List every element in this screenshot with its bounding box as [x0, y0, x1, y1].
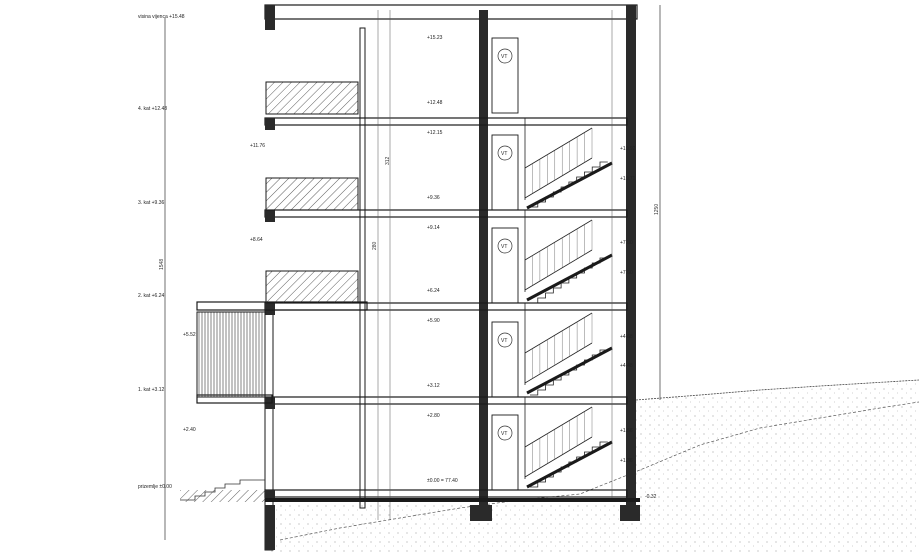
- stair-slab: [526, 253, 613, 302]
- stair-railing: [524, 127, 593, 169]
- stair-level-s2: +10.71: [620, 176, 636, 182]
- storey-height-dim: 312: [385, 156, 391, 165]
- floor-slab: [264, 209, 628, 218]
- lift-label: VT: [501, 338, 507, 344]
- interior-level-i4: +9.36: [427, 195, 440, 201]
- interior-level-i2: +12.48: [427, 100, 443, 106]
- stair-slab: [526, 161, 613, 210]
- stair-slab: [526, 440, 613, 489]
- slab-edge: [265, 303, 275, 315]
- stair-railing: [524, 219, 593, 261]
- foundation-core: [470, 505, 492, 521]
- entrance-hatch: [180, 490, 265, 502]
- stair-level-s3: +7.80: [620, 240, 633, 246]
- lift-symbol: [497, 425, 513, 441]
- stairs: [524, 118, 613, 489]
- roof-slab-fill: [265, 5, 275, 30]
- foundation-left: [265, 505, 275, 550]
- interior-level-i1: +15.23: [427, 35, 443, 41]
- stair-level-s6: +4.48: [620, 363, 633, 369]
- stair-railing: [524, 406, 593, 448]
- interior-level-i6: +6.24: [427, 288, 440, 294]
- ground-terrain: [265, 382, 919, 552]
- balconies: [196, 81, 359, 398]
- stair-railing-lower: [524, 249, 593, 291]
- floor-label-prizemlje: prizemlje ±0.00: [138, 484, 172, 490]
- clear-height-dim: 280: [372, 241, 378, 250]
- right-total-dim: 1250: [654, 203, 660, 215]
- lift-symbol: [497, 238, 513, 254]
- left-level-l4: +2.40: [183, 427, 196, 433]
- interior-level-i7: +5.90: [427, 318, 440, 324]
- floor-slab: [264, 489, 628, 498]
- floor-label-kat4: 4. kat +12.48: [138, 106, 168, 112]
- floor-label-kat2: 2. kat +6.24: [138, 293, 165, 299]
- stair-railing-lower: [524, 436, 593, 478]
- stair-railing: [524, 312, 593, 354]
- floor-label-kat1: 1. kat +3.12: [138, 387, 165, 393]
- right-wall: [626, 5, 636, 520]
- roof-slab: [264, 4, 638, 20]
- lift-symbol: [497, 48, 513, 64]
- stair-level-s1: +10.92: [620, 146, 636, 152]
- lift-symbol: [497, 145, 513, 161]
- stair-level-s8: +1.36: [620, 458, 633, 464]
- stair-level-s4: +7.60: [620, 270, 633, 276]
- left-level-l2: +8.64: [250, 237, 263, 243]
- stair-railing-lower: [524, 157, 593, 199]
- lift-symbol: [497, 332, 513, 348]
- floor-slab: [264, 302, 628, 311]
- lift-door: [491, 414, 519, 491]
- interior-level-i8: +3.12: [427, 383, 440, 389]
- stair-level-s5: +4.68: [620, 334, 633, 340]
- lift-label: VT: [501, 244, 507, 250]
- stair-slab: [526, 346, 613, 395]
- balcony-railing: [265, 177, 359, 211]
- interior-level-i3: +12.15: [427, 130, 443, 136]
- floor-label-kat3: 3. kat +9.36: [138, 200, 165, 206]
- foundation-right: [620, 505, 640, 521]
- lift-doors: VT VT VT VT VT: [491, 37, 519, 491]
- floor-label-vijenac: visina vijenca +15.48: [138, 14, 185, 20]
- lift-door: [491, 134, 519, 211]
- inner-wall: [359, 27, 366, 509]
- slab-edge: [265, 118, 275, 130]
- left-level-l1: +11.76: [250, 143, 266, 149]
- core-wall: [479, 10, 488, 520]
- stair-level-s9: -0.32: [645, 494, 657, 500]
- interior-level-i5: +9.14: [427, 225, 440, 231]
- lift-door: [491, 321, 519, 398]
- left-level-l3: +5.52: [183, 332, 196, 338]
- balcony-railing: [265, 270, 359, 304]
- slab-edge: [265, 210, 275, 222]
- total-height-dim: 1548: [159, 258, 165, 270]
- front-screen: [196, 311, 266, 398]
- ground-line: [635, 379, 919, 401]
- stair-level-s7: +1.56: [620, 428, 633, 434]
- slab-edge: [265, 490, 275, 502]
- lift-label: VT: [501, 431, 507, 437]
- balcony-railing: [265, 81, 359, 115]
- stair-railing-lower: [524, 342, 593, 384]
- floor-slab: [264, 396, 628, 405]
- interior-level-i10: ±0.00 = 77.40: [427, 478, 458, 484]
- lift-label: VT: [501, 151, 507, 157]
- lift-label: VT: [501, 54, 507, 60]
- interior-level-i9: +2.80: [427, 413, 440, 419]
- lift-door: [491, 37, 519, 114]
- floor-slab: [264, 117, 628, 126]
- lift-door: [491, 227, 519, 304]
